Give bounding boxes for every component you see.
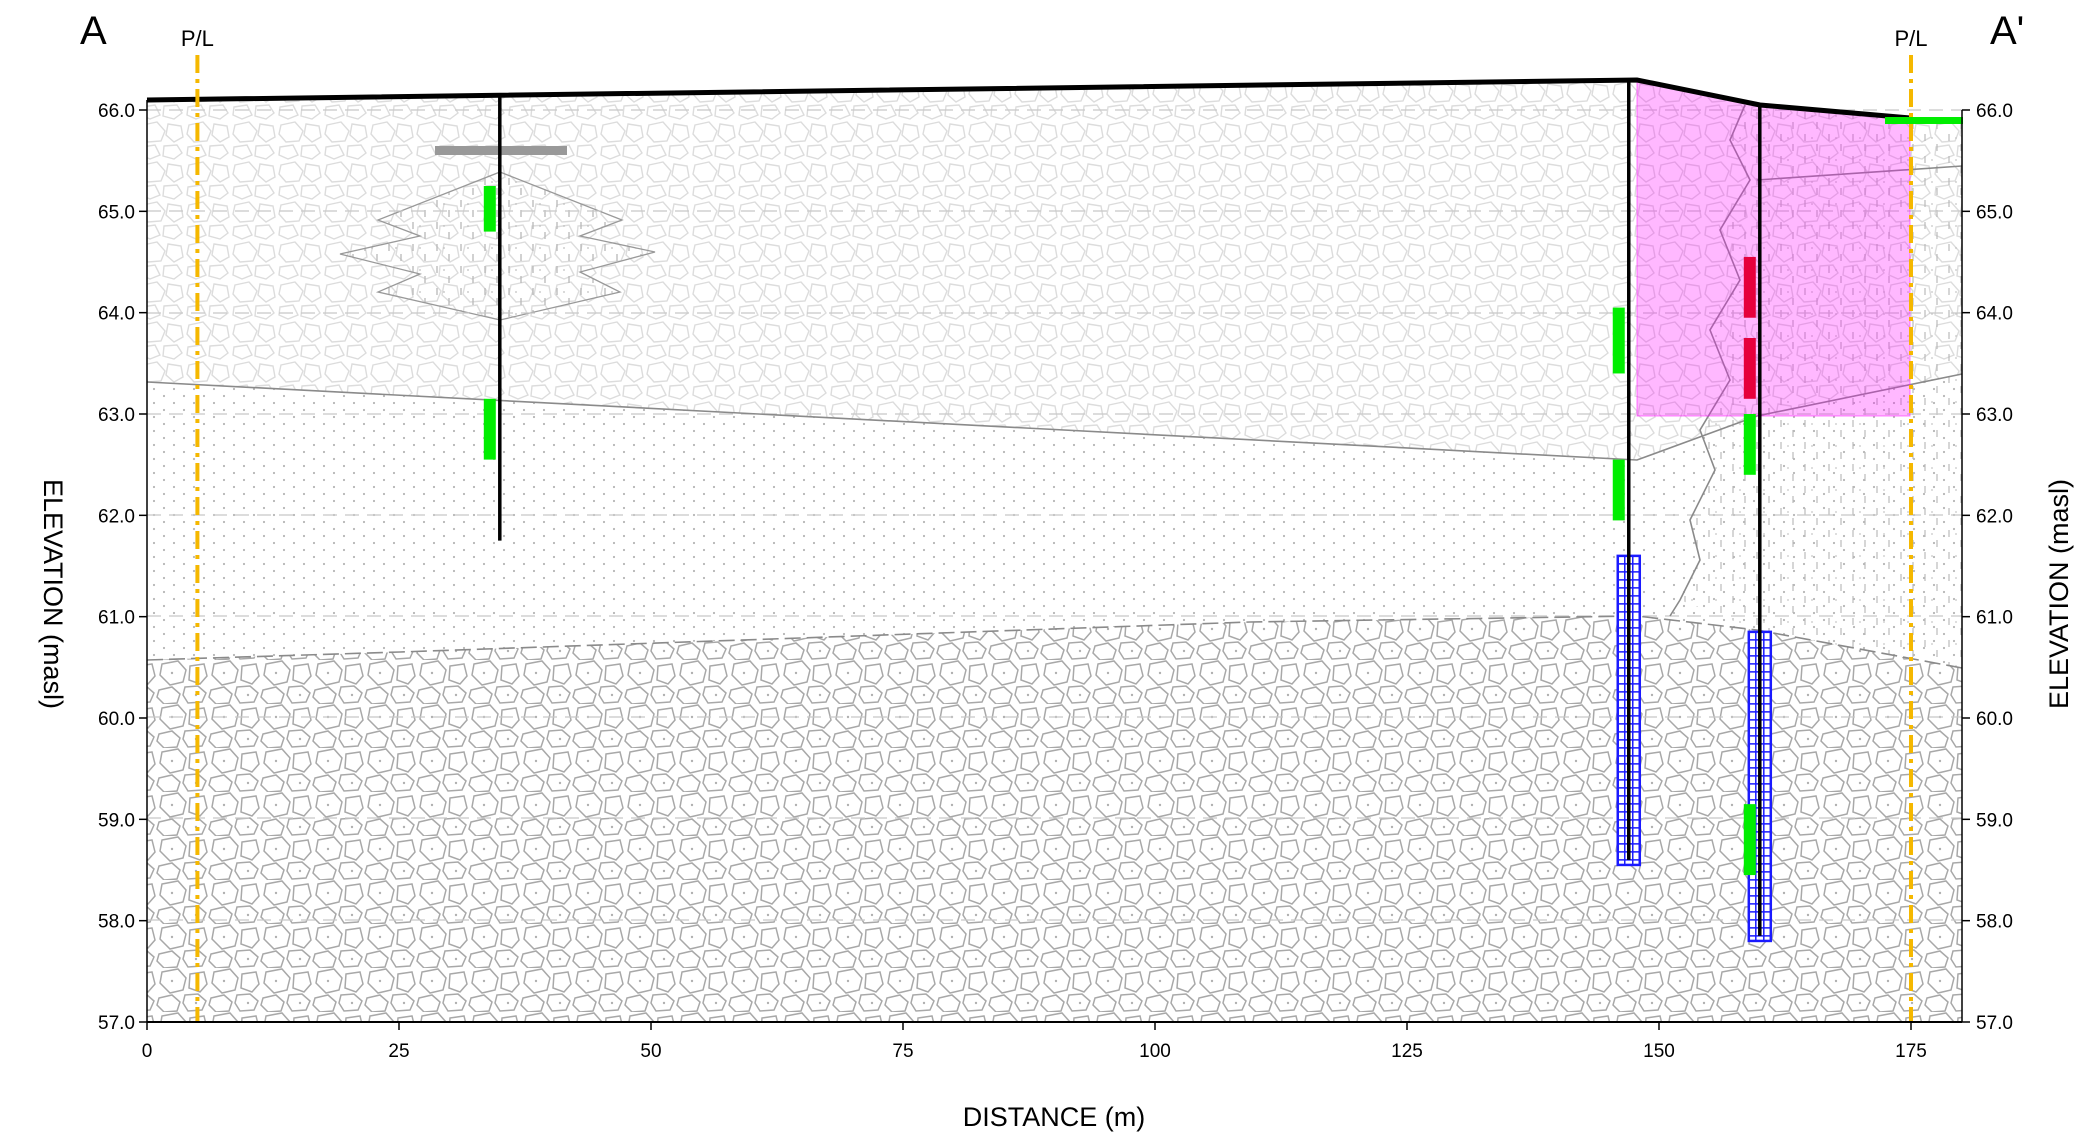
section-label-left: A <box>80 9 107 53</box>
y-tick-label-left: 62.0 <box>98 506 135 527</box>
y-tick-label-left: 64.0 <box>98 304 135 325</box>
borehole-2 <box>1612 81 1642 867</box>
y-tick-label-right: 58.0 <box>1976 912 2013 933</box>
y-tick-label-left: 58.0 <box>98 912 135 933</box>
axes: 0 25 50 75 100 125 150 175 57.0 57.0 58.0 58.0 59.0… <box>98 100 2013 1062</box>
surface-sample-marker <box>1885 117 1963 124</box>
y-tick-label-right: 59.0 <box>1976 810 2013 831</box>
x-tick-label: 175 <box>1895 1041 1927 1062</box>
y-tick-label-left: 59.0 <box>98 810 135 831</box>
x-tick-label: 50 <box>640 1041 661 1062</box>
y-tick-label-right: 60.0 <box>1976 709 2013 730</box>
upper-fill-unit <box>147 80 1962 460</box>
y-tick-label-right: 65.0 <box>1976 202 2013 223</box>
contacts <box>146 104 1963 669</box>
y-tick-label-right: 62.0 <box>1976 506 2013 527</box>
sand-unit <box>147 374 1962 668</box>
property-line-label-left: P/L <box>181 26 214 51</box>
y-tick-label-right: 57.0 <box>1976 1013 2013 1034</box>
y-tick-group: 57.0 57.0 58.0 58.0 59.0 59.0 60.0 60.0 61.0 61.0… <box>98 101 2013 1034</box>
x-tick-label: 150 <box>1643 1041 1675 1062</box>
y-axis-title-right: ELEVATION (masl) <box>2044 479 2074 709</box>
sample-interval-clean <box>1743 414 1756 475</box>
x-tick-label: 75 <box>892 1041 913 1062</box>
sample-interval-clean <box>1612 307 1625 374</box>
ground-surface <box>146 77 1911 121</box>
y-tick-label-right: 63.0 <box>1976 405 2013 426</box>
y-tick-label-left: 57.0 <box>98 1013 135 1034</box>
gridlines <box>147 109 1962 921</box>
borehole-3 <box>1743 106 1773 943</box>
x-tick-label: 0 <box>142 1041 153 1062</box>
y-tick-label-left: 63.0 <box>98 405 135 426</box>
sample-interval-exceed <box>1743 338 1756 399</box>
x-tick-label: 125 <box>1391 1041 1423 1062</box>
property-line-label-right: P/L <box>1894 26 1927 51</box>
sample-interval-clean <box>483 398 496 460</box>
sample-interval-clean <box>483 186 496 232</box>
section-label-right: A' <box>1990 9 2024 53</box>
sample-interval-clean <box>1612 459 1625 521</box>
sample-interval-exceed <box>1743 256 1756 318</box>
silt-unit <box>1680 105 1962 668</box>
y-tick-label-left: 61.0 <box>98 608 135 629</box>
y-tick-label-right: 61.0 <box>1976 608 2013 629</box>
boreholes <box>483 81 1773 943</box>
y-tick-label-right: 66.0 <box>1976 101 2013 122</box>
y-axis-title-left: ELEVATION (masl) <box>38 479 68 709</box>
lower-cobble-unit <box>147 616 1962 1022</box>
x-tick-label: 100 <box>1139 1041 1171 1062</box>
y-tick-label-left: 60.0 <box>98 709 135 730</box>
sample-interval-clean <box>1743 804 1756 876</box>
y-tick-label-left: 66.0 <box>98 101 135 122</box>
y-tick-label-right: 64.0 <box>1976 304 2013 325</box>
x-tick-label: 25 <box>388 1041 409 1062</box>
y-tick-label-left: 65.0 <box>98 202 135 223</box>
x-axis-title: DISTANCE (m) <box>963 1102 1146 1132</box>
impacted-zone <box>1636 79 1911 417</box>
x-tick-group: 0 25 50 75 100 125 150 175 <box>142 1022 1927 1062</box>
borehole-1 <box>483 94 502 541</box>
